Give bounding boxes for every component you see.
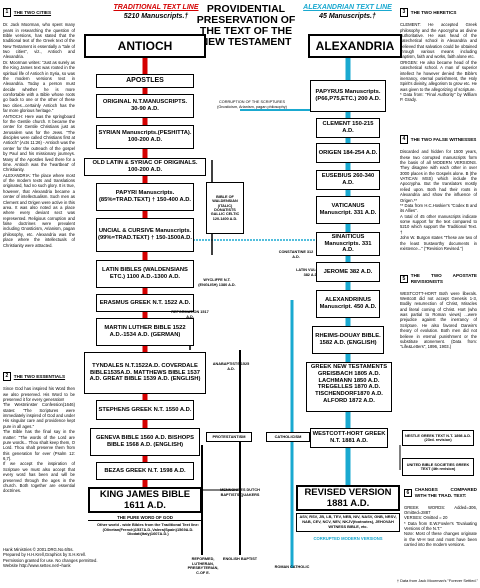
apostles-box: APOSTLES [96,74,194,88]
latin-bibles-box: LATIN BIBLES (WALDENSIANS ETC.) 1100 A.D… [96,260,194,288]
corrupted-versions-label: CORRUPTED MODERN VERSIONS [313,536,383,541]
modern-versions-list: ASV, RSV, JB, LB, TEV, NEB, NIV, NASV, G… [296,513,400,532]
protestantism-box: PROTESTANTISM [206,432,252,442]
roman-catholic-label: ROMAN CATHOLIC [274,565,310,569]
westcott-hort-box: WESTCOTT-HORT GREEK N.T. 1881 A.D. [310,428,388,448]
greek-nt-box: GREEK NEW TESTAMENTS GREISBACH 1805 A.D.… [306,362,392,412]
right-line-title: ALEXANDRIAN TEXT LINE [303,4,392,11]
papyrus-box: PAPYRUS Manuscripts. (P66,P75,ETC.) 200 … [310,80,386,112]
anabaptists-label: ANABAPTISTS 1525 A.D. [212,362,250,371]
catholicism-box: CATHOLICISM [266,432,310,442]
section-title: THE TWO APOSTATE REVISIONISTS [410,273,477,285]
section-body: Discarded and hidden for 1500 years, the… [400,149,477,251]
section-body: CLEMENT: He accepted Greek philosophy an… [400,22,477,103]
section-title: THE TWO HERETICS [410,9,457,15]
section-body: GREEK WORDS: Added=306, Omitted=2887 VER… [404,504,477,548]
old-latin-syriac-box: OLD LATIN & SYRIAC OF ORIGINALS. 100-200… [84,158,206,176]
ubs-box: UNITED BIBLE SOCIETIES GREEK TEXT (4th r… [402,458,474,476]
rheims-douay-box: RHEIMS-DOUAY BIBLE. 1582 A.D. (ENGLISH) [312,326,384,354]
section-number: 2 [3,372,11,381]
section-number: 3 [400,8,408,17]
other-bibles-note: Other world - wide Bibles from the Tradi… [97,522,199,537]
waldensian-box: BIBLE OF WALDENSIAN (ITALIC) DONATISTS G… [206,182,244,234]
reformation-label: REFORMATION 1517 A.D. [171,310,209,319]
section-title: CHANGES COMPARED WITH THE TRAD. TEXT: [414,487,477,499]
beza-box: BEZAS GREEK N.T. 1598 A.D. [96,462,194,480]
section-number: 6 [404,489,412,498]
page-title: PROVIDENTIAL PRESERVATION OF THE TEXT OF… [196,3,296,49]
antioch-box: ANTIOCH [84,34,206,58]
section-body: Dr. Jack Moorman, who spent many years i… [3,22,75,248]
alexandria-box: ALEXANDRIA [308,34,402,58]
geneva-bishops-box: GENEVA BIBLE 1560 A.D. BISHOPS BIBLE 156… [90,428,200,456]
corruption-label: CORRUPTION OF THE SCRIPTURES (Gnosticism… [217,100,287,109]
credits: Hank Ministries © 2001.DRG.No.6/5s. Prep… [3,547,98,569]
english-baptist-label: ENGLISH BAPTIST [222,557,258,561]
section-title: THE TWO ESSENTIALS [13,373,66,379]
papyri-box: PAPYRI Manuscripts. (85%=TRAD.TEXT) † 15… [96,183,194,211]
wycliffe-label: WYCLIFFE N.T. (ENGLISH) 1380 A.D. [198,278,236,287]
alexandrinus-box: ALEXANDRINUS Manuscript. 450 A.D. [316,290,380,318]
section-body: Since God has inspired his Word then we … [3,386,75,494]
right-line-count: 45 Manuscripts.† [319,13,376,20]
section-title: THE TWO CITIES [13,9,52,15]
erasmus-box: ERASMUS GREEK N.T. 1522 A.D. [96,294,194,312]
reformed-label: REFORMED, LUTHERAN, PRESBYTERIAN, C.OF E… [187,557,219,575]
stephens-box: STEPHENS GREEK N.T. 1550 A.D. [96,400,194,420]
vaticanus-box: VATICANUS Manuscript. 331 A.D. [316,196,380,224]
origen-box: ORIGEN 184-254 A.D. [316,143,380,163]
data-footnote: † Data from Jack Moorman's "Forever Sett… [396,578,478,583]
revised-version-box: REVISED VERSION 1881 A.D. [296,485,400,511]
uncial-cursive-box: UNCIAL & CURSIVE Manuscripts. (99%=TRAD.… [96,218,194,252]
luther-bible-box: MARTIN LUTHER BIBLE 1522 A.D.-1534 A.D. … [96,318,194,346]
jerome-box: JEROME 382 A.D. [316,262,380,282]
syrian-manuscripts-box: SYRIAN Manuscripts.(PESHITTA). 100-200 A… [96,125,194,149]
original-manuscripts-box: ORIGINAL N.T.MANUSCRIPTS. 30-90 A.D. [96,94,194,118]
left-line-title: TRADITIONAL TEXT LINE [113,4,199,11]
clement-box: CLEMENT 150-215 A.D. [316,118,380,138]
kjv-box: KING JAMES BIBLE 1611 A.D. [88,487,202,513]
eusebius-box: EUSEBIUS 260-340 A.D. [316,170,380,190]
kjv-caption: THE PURE WORD OF GOD [88,515,202,521]
section-body: WESTCOTT-HORT Both were liberals. Westco… [400,290,477,350]
sinaiticus-box: SINAITICUS Manuscripts. 331 A.D. [316,232,380,256]
left-line-count: 5210 Manuscripts.† [123,13,189,20]
nestle-box: NESTLE GREEK TEXT N.T. 1898 A.D. (23rd. … [402,430,474,446]
tyndale-box: TYNDALES N.T.1522A.D. COVERDALE BIBLE153… [84,352,206,394]
constantine-label: CONSTANTINE 312 A.D. [278,250,314,259]
mennonites-label: MENNONITES DUTCH BAPTISTS QUAKERS [220,488,260,497]
section-title: THE TWO FALSE WITNESSES [410,136,477,142]
section-number: 1 [3,8,11,17]
section-number: 5 [400,275,408,284]
section-number: 4 [400,135,408,144]
